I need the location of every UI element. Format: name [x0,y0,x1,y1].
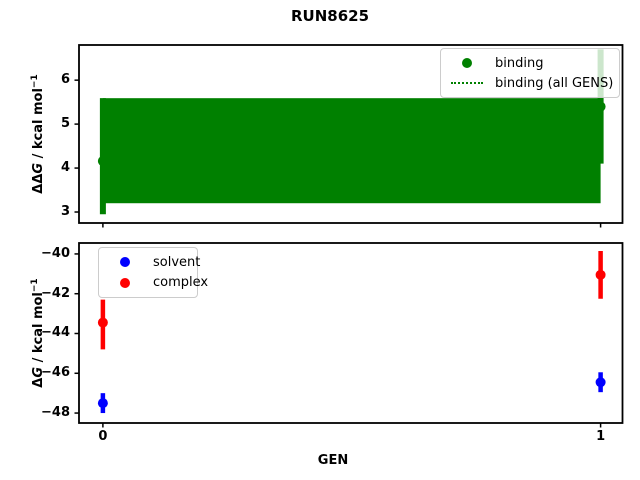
y-tick-label: −46 [41,365,70,381]
top-yaxis-label-prefix: ΔΔ [31,173,47,194]
legend-label-binding-all-gens: binding (all GENS) [495,75,614,91]
y-tick-label: 6 [60,72,70,88]
top-yaxis-label: ΔΔG / kcal mol−1 [30,74,46,193]
legend-entry-solvent: solvent [107,252,200,273]
data-point-binding [97,156,108,167]
legend-entry-complex: complex [107,273,208,294]
top-yaxis-label-var: G [31,162,47,174]
y-tick-label: 4 [60,160,70,176]
binding-dot-icon [449,58,485,68]
y-tick-label: 3 [60,204,70,219]
y-tick-label: −42 [41,285,70,301]
x-tick-label: 1 [596,429,606,444]
data-point-solvent [97,398,108,409]
top-legend: binding binding (all GENS) [440,48,620,98]
legend-label-complex: complex [153,275,209,291]
legend-label-solvent: solvent [153,254,201,270]
solvent-dot-icon [107,257,143,268]
data-point-complex [97,317,108,328]
data-point-binding [595,101,606,112]
y-tick-label: 5 [60,116,70,132]
axes-spines [78,44,624,224]
complex-dot-icon [107,277,143,288]
y-tick-label: −48 [41,405,70,421]
data-point-solvent [595,377,606,388]
top-yaxis-label-units: / kcal mol [31,88,47,163]
legend-entry-binding-all-gens: binding (all GENS) [449,73,614,93]
bottom-yaxis-label-sup: −1 [29,278,40,293]
x-tick-label: 0 [98,429,108,444]
legend-entry-binding: binding [449,53,611,73]
y-tick-label: −44 [41,325,70,341]
binding-all-gens-dotted-line-icon [449,82,485,84]
top-yaxis-label-sup: −1 [29,74,40,89]
xaxis-label: GEN [317,453,349,468]
data-point-complex [595,269,606,280]
error-band [102,98,601,204]
y-tick-label: −40 [41,245,70,261]
bottom-legend: solvent complex [98,247,208,298]
figure-title: RUN8625 [290,7,370,25]
legend-label-binding: binding [495,55,544,71]
